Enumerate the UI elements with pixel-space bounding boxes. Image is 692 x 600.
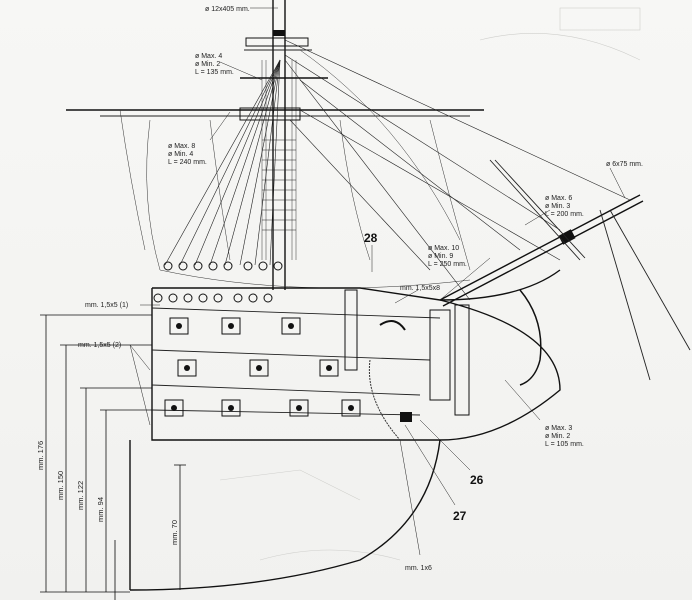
part-number-27: 27 (453, 509, 467, 523)
part-number-26: 26 (470, 473, 484, 487)
main-mast (244, 0, 312, 290)
dim-122: mm. 122 (76, 481, 85, 510)
label-stem-piece-1: ø Max. 3 (545, 425, 572, 432)
label-strip-c: mm. 1,5x5x8 (400, 285, 440, 292)
dimension-labels: ø 12x405 mm. ø Max. 4 ø Min. 2 L = 135 m… (78, 6, 643, 572)
gun-ports (164, 317, 361, 417)
part-number-28: 28 (364, 231, 378, 245)
label-bowsprit-tip: ø 6x75 mm. (606, 161, 643, 168)
bowsprit (439, 159, 691, 381)
label-stem-piece-3: L = 105 mm. (545, 441, 584, 448)
part-numbers: 28 26 27 (364, 231, 484, 523)
label-strip-a: mm. 1,5x5 (1) (85, 302, 128, 309)
label-strip-d: mm. 1x6 (405, 565, 432, 572)
label-jib-2: ø Min. 9 (428, 253, 453, 260)
label-yard-upper-1: ø Max. 4 (195, 53, 222, 60)
dim-70: mm. 70 (170, 520, 179, 545)
hull (114, 269, 561, 600)
label-stem-piece-2: ø Min. 2 (545, 433, 570, 440)
label-topmast: ø 12x405 mm. (205, 6, 250, 13)
shrouds (164, 59, 281, 266)
dim-150: mm. 150 (56, 471, 65, 500)
label-sprit-3: L = 200 mm. (545, 211, 584, 218)
stays (284, 39, 631, 301)
label-jib-1: ø Max. 10 (428, 245, 459, 252)
label-yard-lower-2: ø Min. 4 (168, 151, 193, 158)
gun-barrels (171, 323, 354, 411)
vertical-dimensions: mm. 176 mm. 150 mm. 122 mm. 94 mm. 70 (36, 441, 179, 545)
label-yard-upper-2: ø Min. 2 (195, 61, 220, 68)
label-yard-lower-3: L = 240 mm. (168, 159, 207, 166)
deadeyes (153, 261, 283, 303)
dim-176: mm. 176 (36, 441, 45, 470)
label-yard-lower-1: ø Max. 8 (168, 143, 195, 150)
label-sprit-1: ø Max. 6 (545, 195, 572, 202)
dimension-lines (40, 314, 186, 593)
ghost-drawing (219, 7, 641, 561)
label-jib-3: L = 250 mm. (428, 261, 467, 268)
leader-lines (129, 7, 626, 556)
label-sprit-2: ø Min. 3 (545, 203, 570, 210)
main-yard (66, 107, 484, 121)
bow-details (344, 289, 542, 441)
label-yard-upper-3: L = 135 mm. (195, 69, 234, 76)
label-strip-b: mm. 1,5x5 (2) (78, 342, 121, 349)
dim-94: mm. 94 (96, 497, 105, 522)
sail-outlines (119, 49, 471, 289)
